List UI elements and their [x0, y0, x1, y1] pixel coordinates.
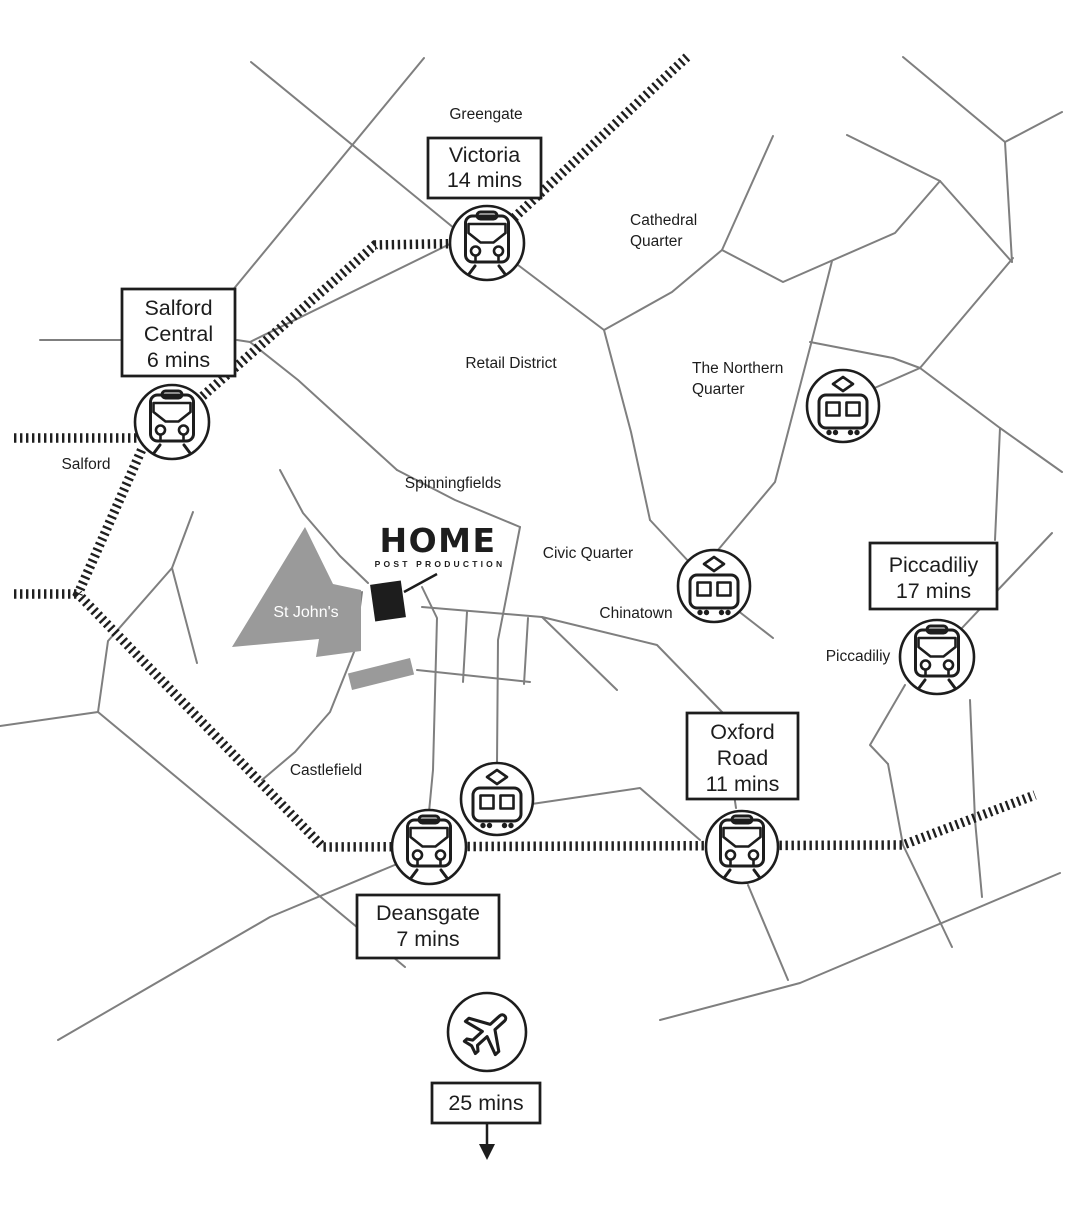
piccadilly-station-box: Piccadiliy 17 mins: [868, 541, 999, 611]
oxford-road-name-1: Oxford: [710, 720, 775, 744]
st-johns-district-shape: [232, 527, 415, 690]
airport-time-box: 25 mins: [430, 1081, 542, 1160]
station-deansgate-marker: [390, 808, 468, 886]
oxford-road-time: 11 mins: [706, 772, 780, 796]
airport-time: 25 mins: [448, 1091, 523, 1115]
building-block: [347, 658, 415, 690]
home-post-production-logo: HOME POST PRODUCTION: [375, 521, 506, 569]
station-victoria-marker: [448, 204, 526, 282]
deansgate-name: Deansgate: [376, 901, 480, 925]
piccadilly-time: 17 mins: [896, 579, 971, 603]
deansgate-time: 7 mins: [396, 927, 459, 951]
logo-pointer-line: [403, 572, 438, 594]
logo-subtitle: POST PRODUCTION: [375, 559, 506, 569]
area-label-chinatown: Chinatown: [599, 605, 672, 622]
deansgate-station-box: Deansgate 7 mins: [355, 893, 501, 960]
station-oxford-road-marker: [704, 809, 780, 885]
salford-central-name-1: Salford: [144, 296, 212, 320]
area-label-northern-quarter-1: The Northern: [692, 360, 783, 377]
piccadilly-name: Piccadiliy: [889, 553, 979, 577]
area-label-retail-district: Retail District: [465, 355, 557, 372]
oxford-road-station-box: Oxford Road 11 mins: [685, 711, 800, 801]
victoria-name: Victoria: [449, 143, 520, 167]
area-label-civic-quarter: Civic Quarter: [543, 545, 633, 562]
oxford-road-name-2: Road: [717, 746, 768, 770]
area-label-piccadilly: Piccadiliy: [826, 648, 891, 665]
tram-stop-northern-quarter-marker: [805, 368, 881, 444]
salford-central-station-box: Salford Central 6 mins: [120, 287, 237, 378]
area-label-cathedral-quarter-2: Quarter: [630, 233, 683, 250]
salford-central-time: 6 mins: [147, 348, 210, 372]
tram-stop-deansgate-castlefield-marker: [459, 761, 535, 837]
area-label-castlefield: Castlefield: [290, 762, 362, 779]
area-label-st-johns: St John's: [273, 604, 338, 621]
arrow-head-icon: [479, 1144, 495, 1160]
area-label-northern-quarter-2: Quarter: [692, 381, 745, 398]
salford-central-name-2: Central: [144, 322, 213, 346]
victoria-station-box: Victoria 14 mins: [426, 136, 543, 200]
station-salford-central-marker: [133, 383, 211, 461]
area-label-cathedral-quarter-1: Cathedral: [630, 212, 697, 229]
home-building-marker: [370, 580, 406, 622]
area-label-salford: Salford: [61, 456, 110, 473]
area-label-greengate: Greengate: [449, 106, 522, 123]
tram-stop-chinatown-marker: [676, 548, 752, 624]
victoria-time: 14 mins: [447, 168, 522, 192]
logo-title: HOME: [379, 521, 496, 560]
area-label-spinningfields: Spinningfields: [405, 475, 502, 492]
station-piccadilly-marker: [898, 618, 976, 696]
airport-marker: [446, 991, 528, 1073]
